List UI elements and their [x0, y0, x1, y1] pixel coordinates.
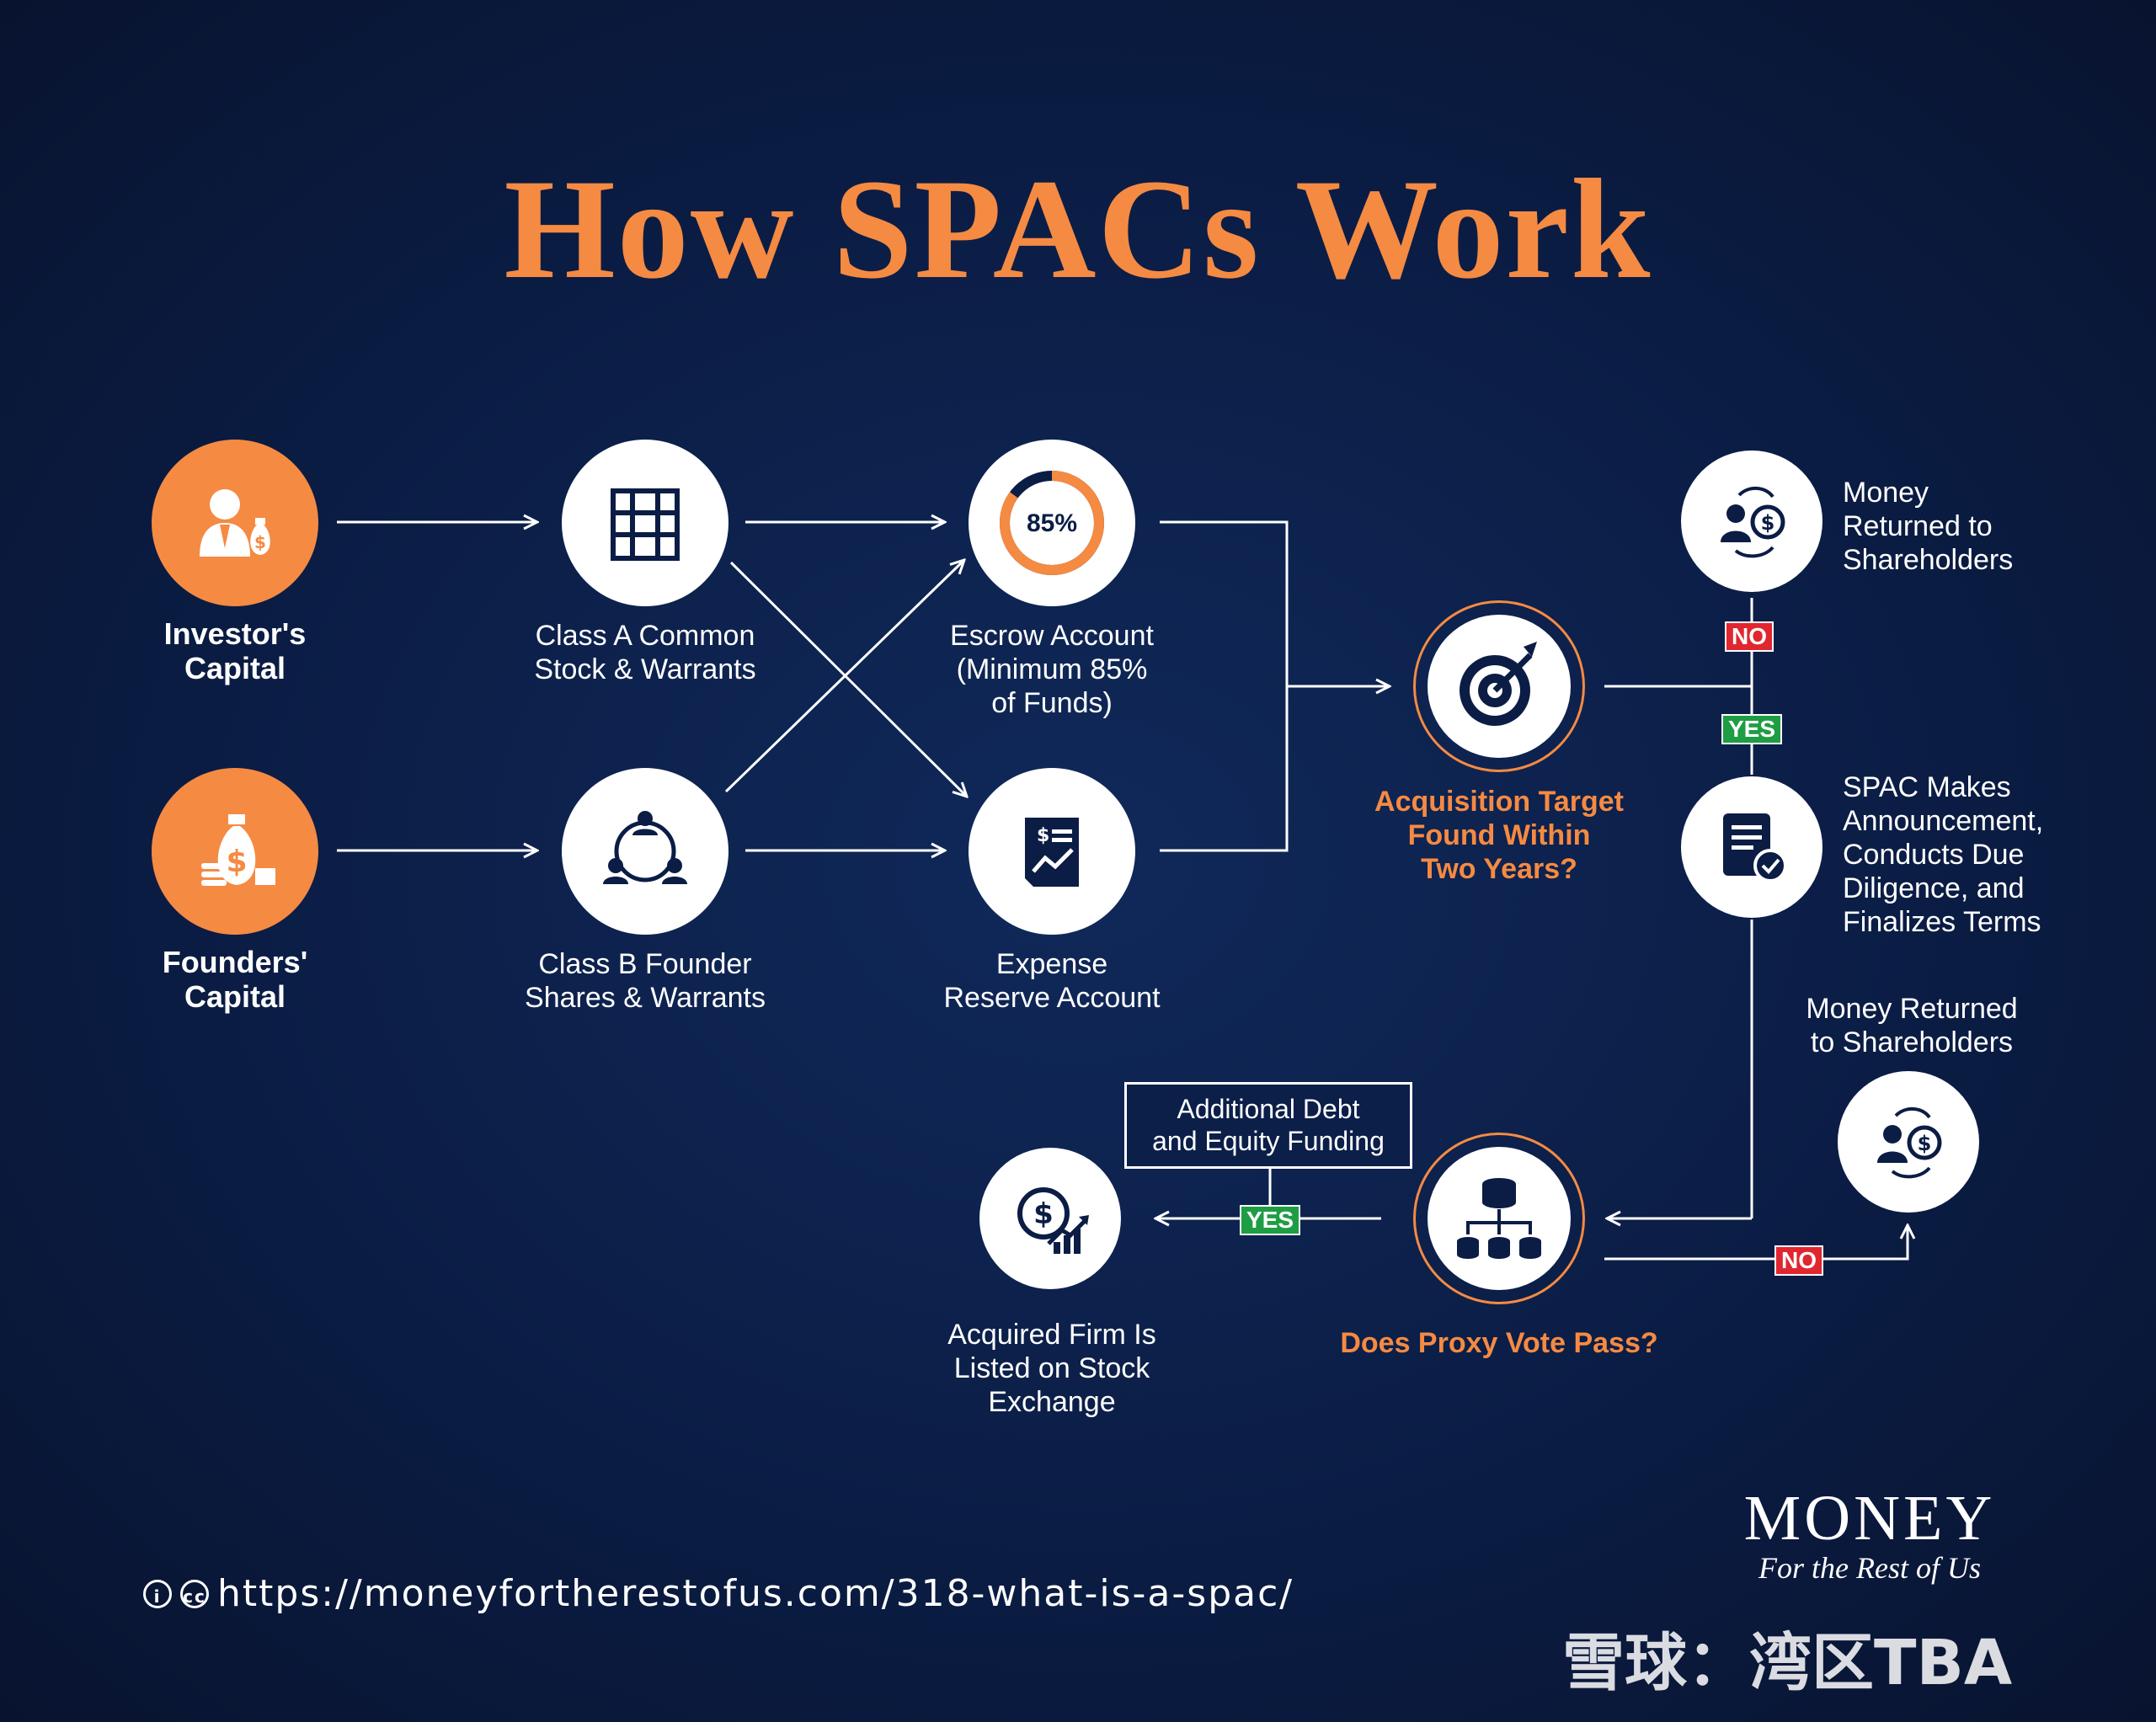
announcement-label: SPAC Makes Announcement, Conducts Due Di… [1843, 771, 2044, 938]
announcement-node [1681, 776, 1822, 918]
attribution-icon: i [143, 1579, 172, 1608]
team-network-icon [603, 811, 687, 884]
badge-yes-acquisition: YES [1721, 714, 1783, 744]
arrow-class-b-to-escrow [724, 560, 964, 793]
brand-subtitle: For the Rest of Us [1758, 1551, 1981, 1585]
brand-logo: MONEY For the Rest of Us [1710, 1482, 2030, 1586]
money-returned-bottom-node: $ [1838, 1071, 1979, 1213]
invoice-chart-icon: $ [1025, 818, 1079, 887]
money-returned-top-node: $ [1681, 450, 1822, 592]
escrow-node: 85% [969, 440, 1135, 606]
badge-yes-proxy: YES [1240, 1205, 1301, 1235]
badge-no-top: NO [1725, 621, 1774, 652]
arrow-class-a-to-expense [729, 561, 967, 797]
money-returned-top-label: Money Returned to Shareholders [1843, 477, 2014, 576]
target-arrow-icon [1460, 642, 1537, 726]
founders-capital-node: $ [152, 768, 318, 935]
svg-text:$: $ [1761, 511, 1775, 535]
moneybag-coins-icon: $ [201, 814, 275, 886]
database-hierarchy-icon [1457, 1178, 1541, 1259]
escrow-label: Escrow Account (Minimum 85% of Funds) [950, 620, 1154, 719]
svg-text:$: $ [1918, 1132, 1932, 1155]
class-a-node [562, 440, 728, 606]
brand-name: MONEY [1743, 1483, 1996, 1554]
proxy-vote-node [1413, 1133, 1585, 1304]
svg-text:$: $ [1033, 1197, 1054, 1231]
money-returned-bottom-label: Money Returned to Shareholders [1806, 993, 2018, 1058]
badge-no-proxy: NO [1774, 1245, 1823, 1276]
svg-text:$: $ [254, 532, 266, 552]
expense-node: $ [969, 768, 1135, 935]
watermark: 雪球：湾区TBA [1562, 1627, 2013, 1699]
svg-text:$: $ [1037, 825, 1049, 846]
class-a-label: Class A Common Stock & Warrants [534, 620, 756, 685]
funding-box: Additional Debt and Equity Funding [1124, 1082, 1412, 1169]
proxy-vote-label: Does Proxy Vote Pass? [1340, 1327, 1658, 1359]
investor-moneybag-icon: $ [200, 489, 270, 557]
class-b-node [562, 768, 728, 935]
listed-node: $ [979, 1148, 1121, 1289]
investor-capital-node: $ [152, 440, 318, 606]
acquisition-label: Acquisition Target Found Within Two Year… [1374, 786, 1624, 885]
class-b-label: Class B Founder Shares & Warrants [525, 948, 766, 1014]
escrow-percent: 85% [1027, 509, 1077, 537]
creative-commons-icon: cc [180, 1579, 209, 1608]
arrow-proxy-no [1604, 1225, 1908, 1261]
person-dollar-cycle-icon: $ [1877, 1107, 1942, 1179]
investor-capital-label: Investor's Capital [163, 616, 307, 685]
building-icon [611, 488, 680, 561]
page-title: How SPACs Work [504, 150, 1652, 308]
founders-capital-label: Founders' Capital [162, 945, 308, 1014]
acquisition-node [1413, 600, 1585, 772]
source-link[interactable]: https://moneyfortherestofus.com/318-what… [217, 1572, 1294, 1615]
footer-url[interactable]: i cc https://moneyfortherestofus.com/318… [143, 1572, 1294, 1615]
document-check-icon [1723, 813, 1787, 882]
person-dollar-cycle-icon: $ [1721, 487, 1785, 558]
dollar-growth-icon: $ [1017, 1187, 1089, 1254]
donut-progress-icon: 85% [1000, 471, 1104, 575]
expense-label: Expense Reserve Account [943, 948, 1161, 1014]
svg-text:$: $ [226, 845, 247, 879]
listed-label: Acquired Firm Is Listed on Stock Exchang… [947, 1319, 1156, 1418]
